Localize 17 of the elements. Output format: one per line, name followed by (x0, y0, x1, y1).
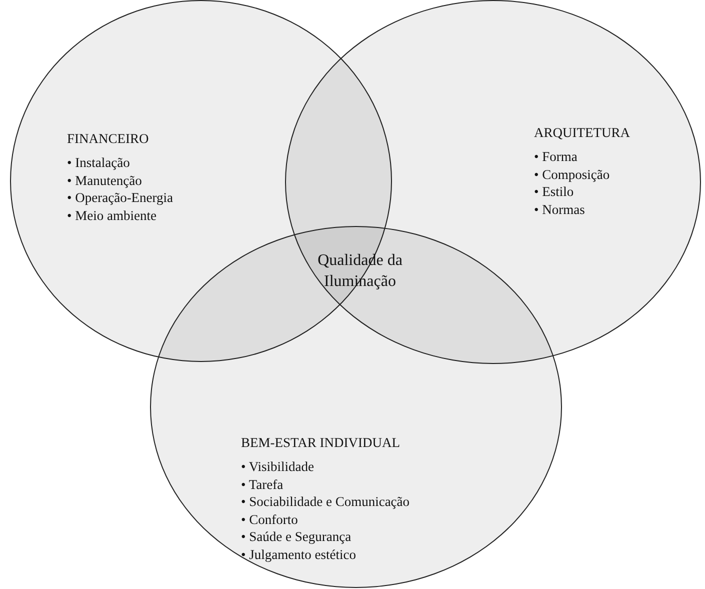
circle-heading: FINANCEIRO (67, 131, 150, 147)
bullet-item: • Saúde e Segurança (241, 528, 352, 546)
bullet-item: • Estilo (534, 183, 574, 200)
bullet-item: • Instalação (67, 154, 130, 172)
bullet-item: • Operação-Energia (67, 189, 174, 206)
bullet-item: • Normas (534, 200, 585, 218)
bullet-item: • Tarefa (241, 476, 284, 493)
bullet-item: • Meio ambiente (67, 206, 156, 224)
bullet-item: • Julgamento estético (241, 546, 356, 563)
circle-heading: BEM-ESTAR INDIVIDUAL (241, 435, 402, 451)
bullet-item: • Forma (534, 148, 578, 166)
bullet-item: • Composição (534, 166, 610, 183)
bullet-item: • Conforto (241, 510, 298, 528)
bullet-item: • Manutenção (67, 172, 142, 189)
bullet-item: • Sociabilidade e Comunicação (241, 493, 410, 510)
bullet-item: • Visibilidade (241, 458, 314, 476)
circle-heading: ARQUITETURA (534, 125, 630, 141)
